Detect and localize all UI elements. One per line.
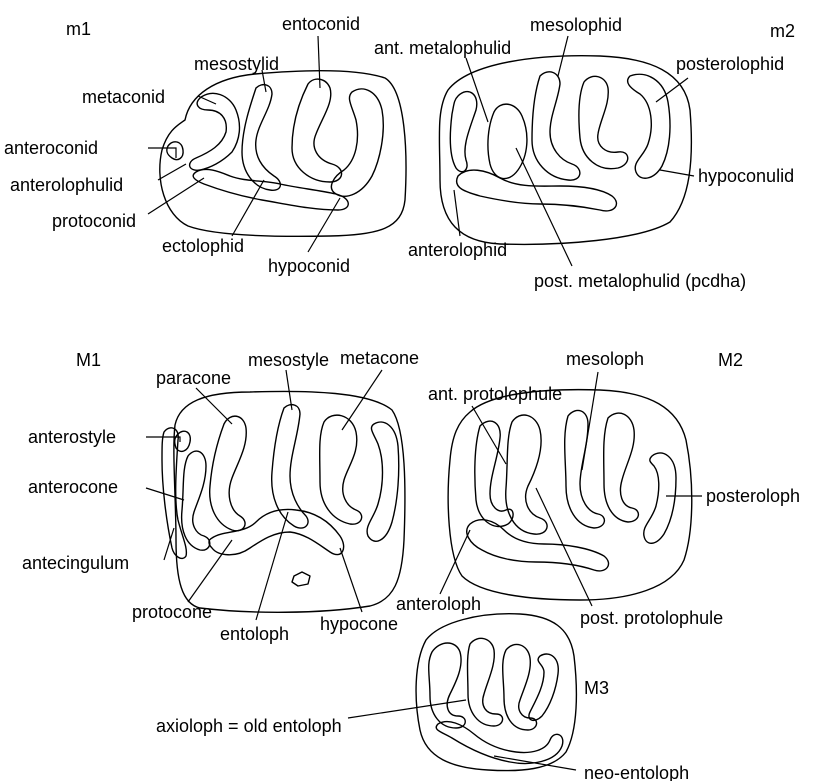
label-mesostylid: mesostylid xyxy=(194,54,279,74)
label-anteroconid: anteroconid xyxy=(4,138,98,158)
leader-mesoloph xyxy=(582,372,598,470)
label-M3: M3 xyxy=(584,678,609,698)
M2-mid-fossette xyxy=(604,413,639,522)
labels: m1 m2 entoconid mesostylid metaconid ant… xyxy=(4,14,800,781)
leader-mesostyle xyxy=(286,370,292,410)
m1-metaconid-fossette xyxy=(190,93,240,170)
M2-anteroloph-fossette xyxy=(467,520,609,571)
m1-anteroconid-islet xyxy=(167,142,183,160)
label-ectolophid: ectolophid xyxy=(162,236,244,256)
label-hypoconid: hypoconid xyxy=(268,256,350,276)
tooth-M2 xyxy=(448,390,692,600)
M1-paracone-fossette xyxy=(210,416,247,531)
leader-lines xyxy=(146,36,702,770)
M1-protocone-fossette xyxy=(209,510,344,555)
m1-entoconid-fossette xyxy=(292,79,342,182)
M3-fossette-3 xyxy=(503,644,537,730)
m2-posterolophid-fossette xyxy=(628,74,670,178)
label-anterolophulid: anterolophulid xyxy=(10,175,123,195)
label-anteroloph: anteroloph xyxy=(396,594,481,614)
tooth-m1 xyxy=(160,71,406,237)
M1-anterostyle-islet xyxy=(175,431,191,451)
tooth-M3 xyxy=(416,614,576,771)
leader-ectolophid xyxy=(232,180,264,236)
label-axioloph: axioloph = old entoloph xyxy=(156,716,342,736)
label-m2: m2 xyxy=(770,21,795,41)
M3-fossette-1 xyxy=(429,643,466,728)
label-m1: m1 xyxy=(66,19,91,39)
M1-posterior-fossette xyxy=(367,422,399,541)
label-neo-entoloph: neo-entoloph xyxy=(584,763,689,781)
leader-protocone xyxy=(188,540,232,602)
label-mesolophid: mesolophid xyxy=(530,15,622,35)
label-hypoconulid: hypoconulid xyxy=(698,166,794,186)
M2-mesoloph-fossette xyxy=(565,410,605,528)
label-metaconid: metaconid xyxy=(82,87,165,107)
label-entoconid: entoconid xyxy=(282,14,360,34)
label-entoloph: entoloph xyxy=(220,624,289,644)
leader-metaconid xyxy=(198,96,216,104)
m2-mid-fossette xyxy=(579,76,628,168)
label-M1: M1 xyxy=(76,350,101,370)
label-anterostyle: anterostyle xyxy=(28,427,116,447)
label-M2: M2 xyxy=(718,350,743,370)
leader-metacone xyxy=(342,370,382,430)
m2-mesolophid-fossette xyxy=(532,72,580,180)
M3-fossette-2 xyxy=(468,638,503,726)
m1-outline xyxy=(160,71,406,237)
label-protoconid: protoconid xyxy=(52,211,136,231)
M2-central-fossette xyxy=(506,415,547,534)
leader-entoloph xyxy=(256,512,288,620)
label-anterolophid: anterolophid xyxy=(408,240,507,260)
leader-hypocone xyxy=(340,548,362,612)
M3-fossette-4 xyxy=(529,654,558,720)
m2-anterolophid-fossette xyxy=(450,92,477,172)
label-post-protolophule: post. protolophule xyxy=(580,608,723,628)
leader-post-protolophule xyxy=(536,488,592,606)
tooth-m2 xyxy=(439,56,691,245)
M2-posteroloph-fossette xyxy=(644,453,676,543)
label-metacone: metacone xyxy=(340,348,419,368)
M1-small-islet xyxy=(292,572,310,586)
leader-hypoconid xyxy=(308,198,340,252)
M1-anterocone-fossette xyxy=(182,451,210,550)
label-anterocone: anterocone xyxy=(28,477,118,497)
leader-anterolophulid xyxy=(158,164,186,180)
leader-post-metalophulid xyxy=(516,148,572,266)
label-ant-protolophule: ant. protolophule xyxy=(428,384,562,404)
label-ant-metalophulid: ant. metalophulid xyxy=(374,38,511,58)
label-posteroloph: posteroloph xyxy=(706,486,800,506)
M1-outline xyxy=(174,391,405,612)
m1-hypoconid-fossette xyxy=(331,89,383,196)
label-post-metalophulid: post. metalophulid (pcdha) xyxy=(534,271,746,291)
label-mesoloph: mesoloph xyxy=(566,349,644,369)
leader-anterocone xyxy=(146,488,184,500)
label-paracone: paracone xyxy=(156,368,231,388)
label-antecingulum: antecingulum xyxy=(22,553,129,573)
label-posterolophid: posterolophid xyxy=(676,54,784,74)
M2-outline xyxy=(448,390,692,600)
M1-metacone-fossette xyxy=(320,415,362,524)
leader-anteroloph xyxy=(440,530,470,594)
m1-mesostylid-fossette xyxy=(242,85,280,191)
label-protocone: protocone xyxy=(132,602,212,622)
label-hypocone: hypocone xyxy=(320,614,398,634)
m2-outline xyxy=(439,56,691,245)
m2-ant-metalophulid-fossette xyxy=(488,104,527,178)
label-mesostyle: mesostyle xyxy=(248,350,329,370)
leader-protoconid xyxy=(148,178,204,214)
tooth-M1 xyxy=(162,391,405,612)
leader-entoconid xyxy=(318,36,320,88)
